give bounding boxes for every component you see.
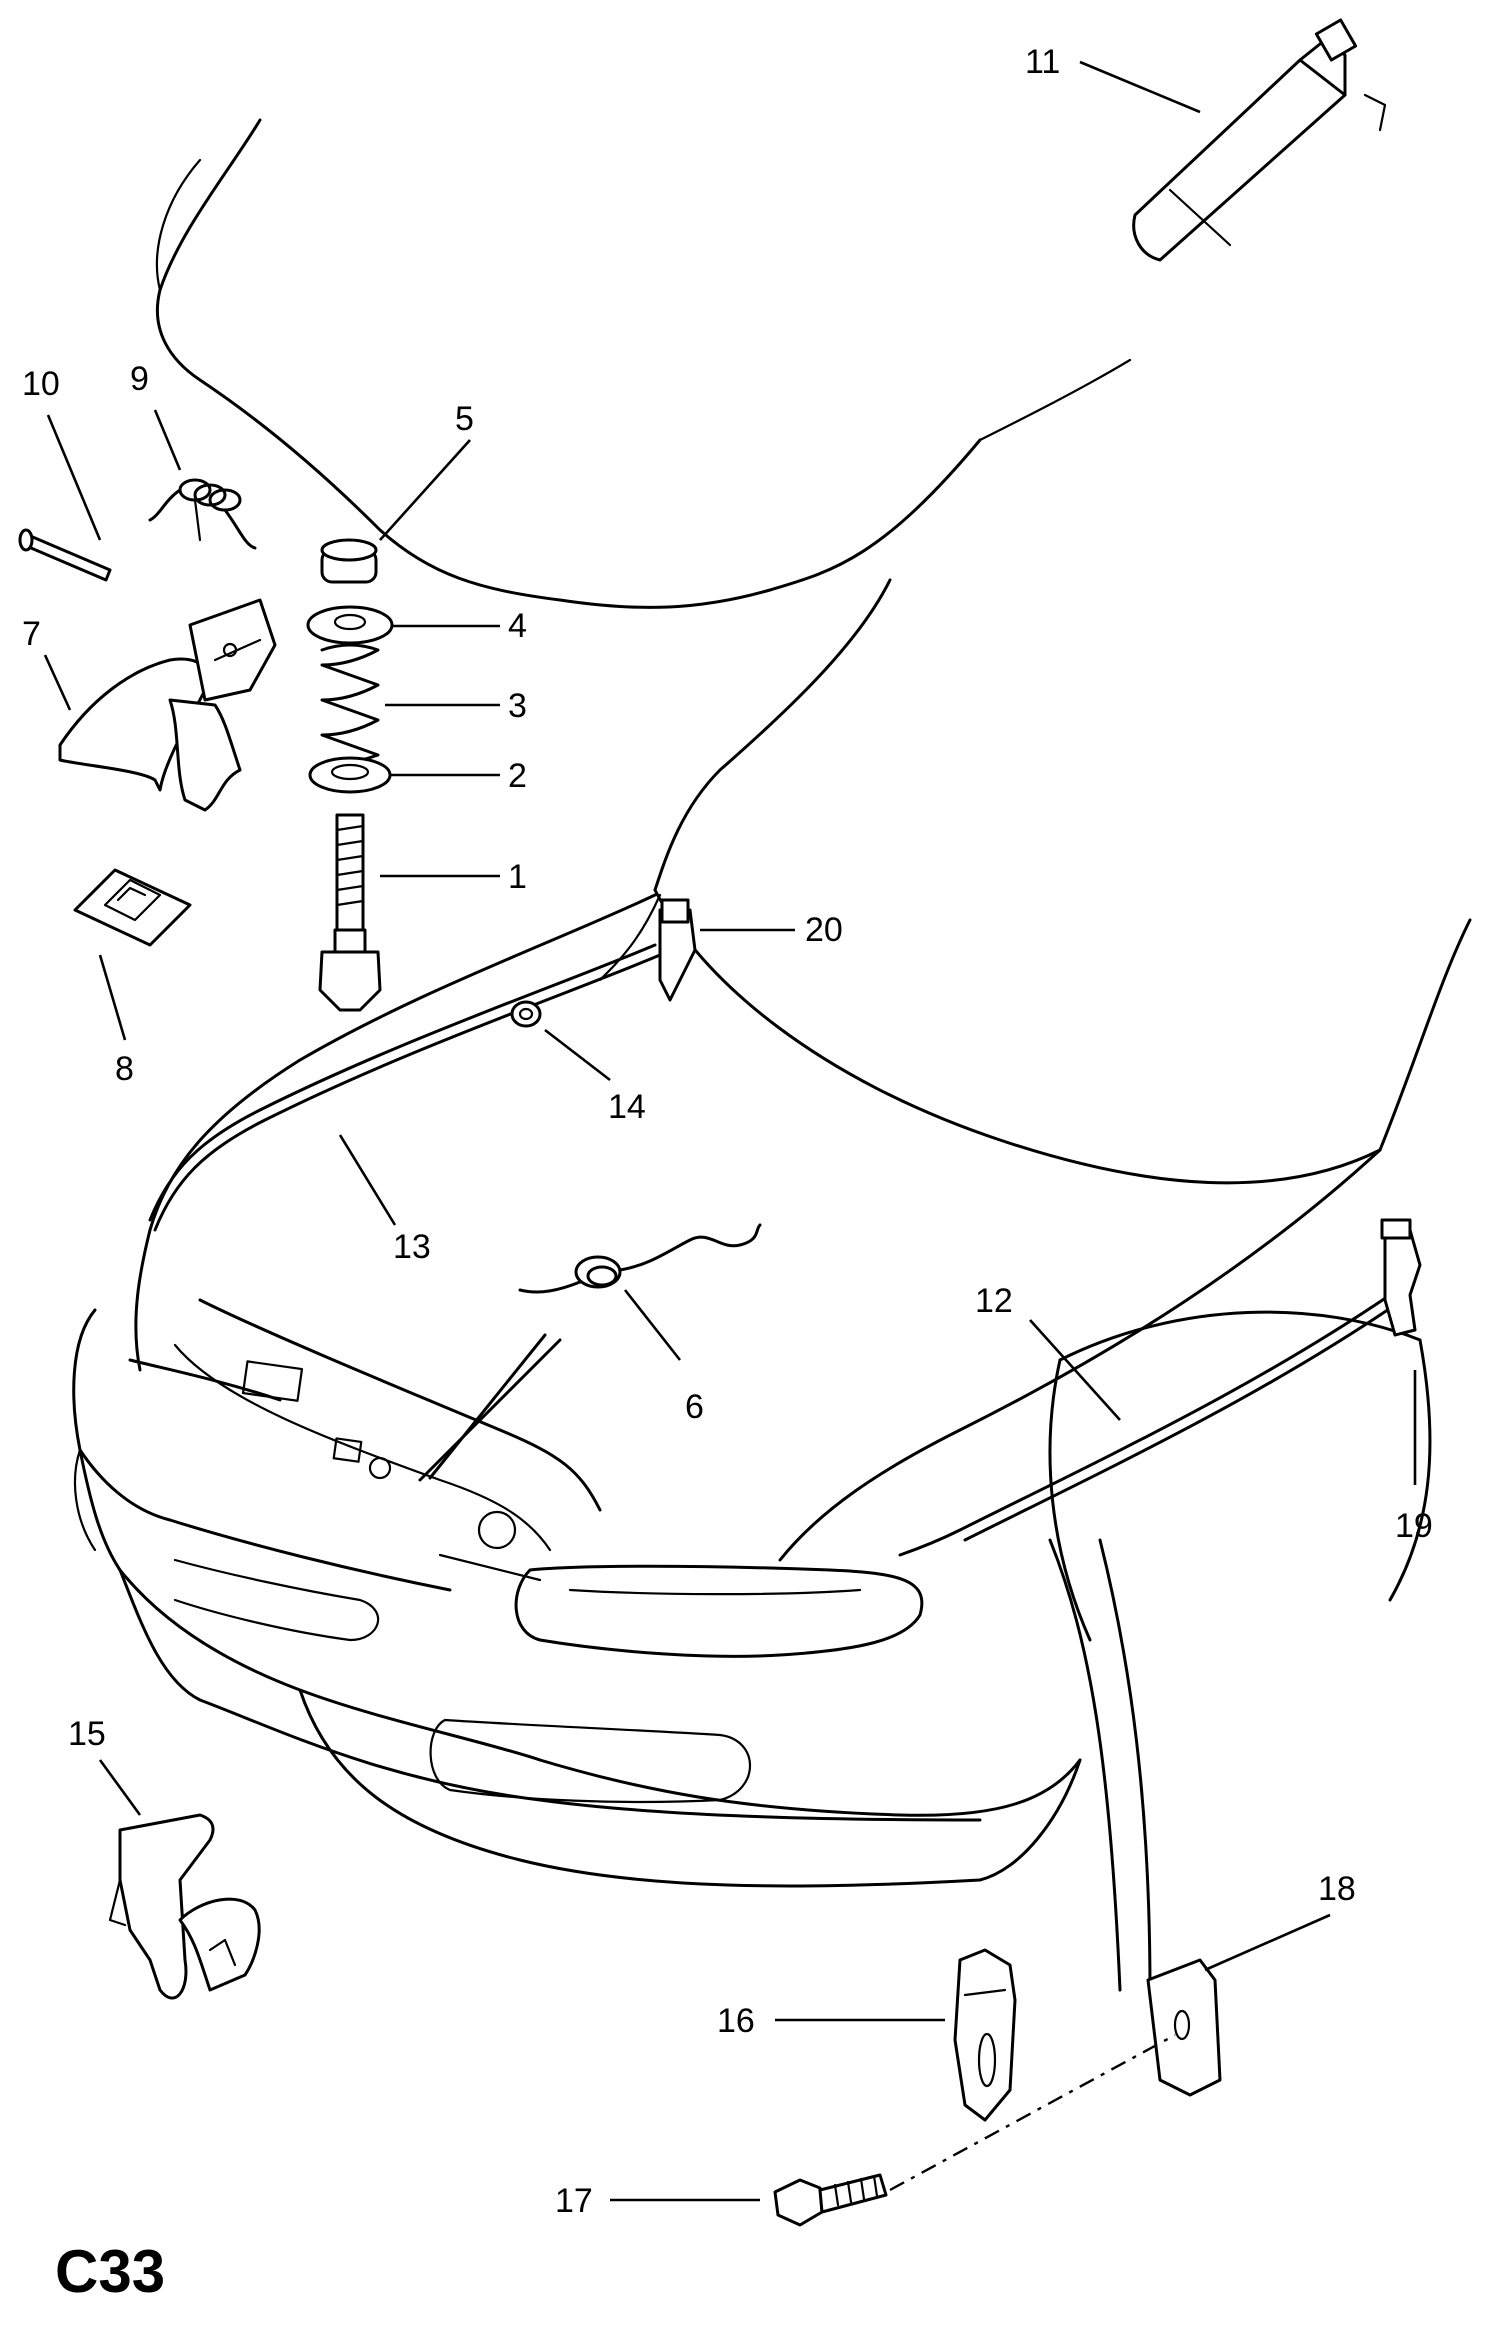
callout-13: 13	[393, 1228, 431, 1266]
part-20-release-handle	[658, 898, 697, 1002]
callout-9: 9	[130, 360, 149, 398]
part-4-washer	[306, 605, 394, 645]
callout-8: 8	[115, 1050, 134, 1088]
callout-15: 15	[68, 1715, 106, 1753]
callout-2: 2	[508, 757, 527, 795]
callout-1: 1	[508, 858, 527, 896]
callout-10: 10	[22, 365, 60, 403]
car-body-outline	[72, 118, 1472, 1992]
callout-17: 17	[555, 2182, 593, 2220]
callout-14: 14	[608, 1088, 646, 1126]
part-15-retainer-clip	[108, 1813, 261, 2000]
part-11-grease-tube	[1132, 18, 1387, 262]
part-2-spring-seat	[308, 756, 392, 794]
part-5-nut	[320, 538, 378, 584]
release-cables	[148, 943, 1397, 1557]
part-17-bolt	[773, 2173, 888, 2227]
callout-19: 19	[1395, 1507, 1433, 1545]
part-3-spring	[320, 643, 380, 767]
callout-18: 18	[1318, 1870, 1356, 1908]
diagram-code: C33	[55, 2238, 165, 2305]
part-1-bolt	[318, 813, 382, 1012]
callout-11: 11	[1025, 43, 1060, 81]
callout-4: 4	[508, 607, 527, 645]
part-10-pin	[18, 528, 112, 582]
part-19-release-lever	[1380, 1218, 1422, 1337]
part-7-hook-bracket	[58, 598, 277, 812]
assembly-line	[889, 2033, 1176, 2192]
callout-leaders	[43, 60, 1417, 2202]
part-9-spring-clip	[148, 478, 257, 550]
callout-12: 12	[975, 1282, 1013, 1320]
callout-20: 20	[805, 911, 843, 949]
callout-3: 3	[508, 687, 527, 725]
part-6-spring	[518, 1223, 762, 1294]
callout-5: 5	[455, 400, 474, 438]
part-8-clip	[73, 868, 192, 947]
callout-6: 6	[685, 1388, 704, 1426]
part-14-grommet	[510, 1000, 542, 1028]
callout-labels: 1 2 3 4 5 6 7 8 9 10 11 12 13 14 15 16 1…	[22, 43, 1433, 2220]
callout-7: 7	[22, 615, 41, 653]
part-18-nut-plate	[1146, 1958, 1222, 2097]
part-16-bracket	[953, 1948, 1017, 2122]
callout-16: 16	[717, 2002, 755, 2040]
